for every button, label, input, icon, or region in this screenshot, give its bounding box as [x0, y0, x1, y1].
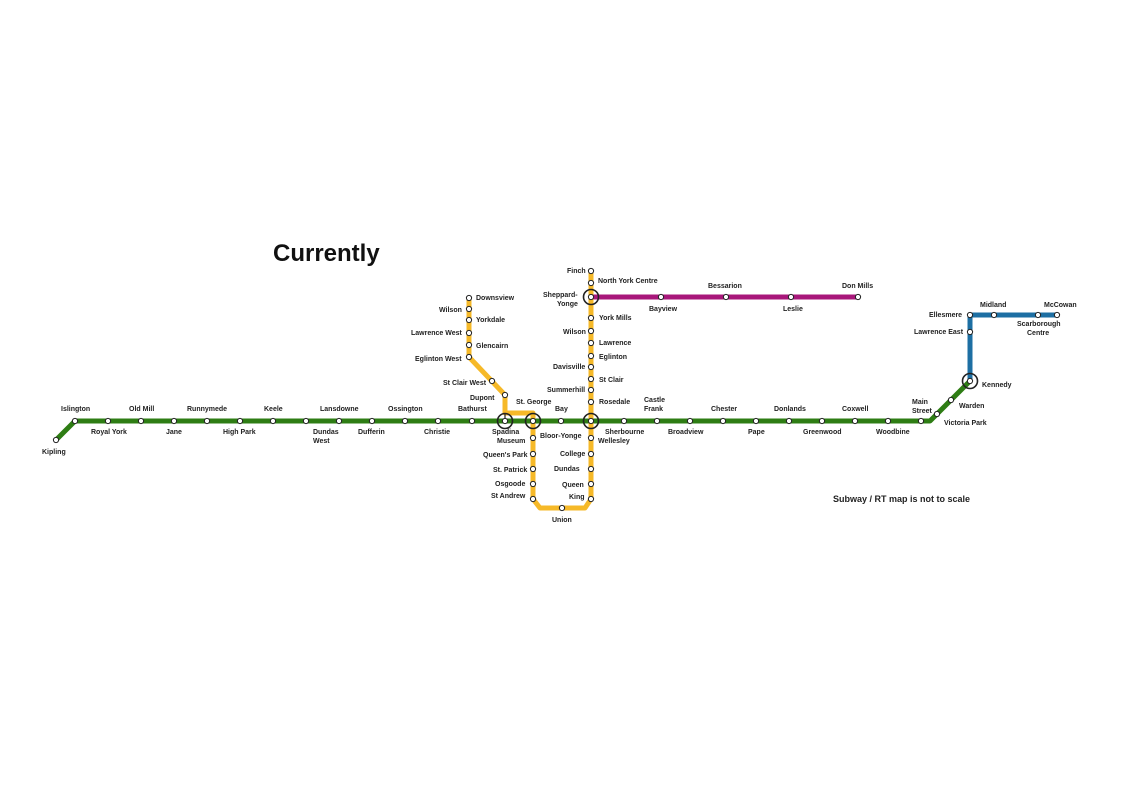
- station-label-kennedy: Kennedy: [982, 382, 1012, 389]
- station-label-glencairn: Glencairn: [476, 343, 508, 350]
- scarborough-rt-labels: Kennedy Lawrence East Ellesmere Midland …: [914, 302, 1077, 389]
- station-label-north-york-centre: North York Centre: [598, 278, 658, 285]
- interchange-kennedy: [961, 372, 979, 390]
- station-label-downsview: Downsview: [476, 295, 515, 302]
- university-spadina-labels: Downsview Wilson Yorkdale Lawrence West …: [411, 295, 572, 524]
- station-label-sheppard-yonge: Sheppard-: [543, 292, 578, 299]
- station-label-islington: Islington: [61, 406, 90, 413]
- station-label-wilson-e: Wilson: [563, 329, 586, 336]
- sheppard-labels: Bayview Bessarion Leslie Don Mills: [649, 283, 873, 313]
- station-label-spadina-2: Museum: [497, 438, 525, 445]
- interchange-bloor-yonge: [582, 412, 600, 430]
- station-label-bayview: Bayview: [649, 306, 678, 313]
- station-label-chester: Chester: [711, 406, 737, 413]
- station-label-bathurst: Bathurst: [458, 406, 487, 413]
- station-label-spadina: Spadina: [492, 429, 519, 436]
- station-label-christie: Christie: [424, 429, 450, 436]
- station-label-kipling: Kipling: [42, 449, 66, 456]
- station-label-davisville: Davisville: [553, 364, 585, 371]
- station-label-lawrence-east: Lawrence East: [914, 329, 964, 336]
- station-label-midland: Midland: [980, 302, 1006, 309]
- station-dots: [52, 267, 1061, 512]
- station-label-coxwell: Coxwell: [842, 406, 869, 413]
- station-label-king: King: [569, 494, 585, 501]
- station-label-wellesley: Wellesley: [598, 438, 630, 445]
- station-label-dufferin: Dufferin: [358, 429, 385, 436]
- station-label-st-clair-west: St Clair West: [443, 380, 487, 387]
- station-label-sheppard-yonge-2: Yonge: [557, 301, 578, 308]
- station-label-old-mill: Old Mill: [129, 406, 154, 413]
- station-label-bessarion: Bessarion: [708, 283, 742, 290]
- interchange-spadina: [496, 412, 514, 430]
- map-title: Currently: [273, 240, 380, 267]
- station-label-st-patrick: St. Patrick: [493, 467, 527, 474]
- station-label-victoria-park: Victoria Park: [944, 420, 987, 427]
- station-label-finch: Finch: [567, 268, 586, 275]
- station-label-bloor-yonge: Bloor-Yonge: [540, 433, 582, 440]
- station-label-lawrence-west: Lawrence West: [411, 330, 463, 337]
- station-label-main-street-2: Street: [912, 408, 933, 415]
- station-label-lansdowne: Lansdowne: [320, 406, 359, 413]
- station-label-eglinton: Eglinton: [599, 354, 627, 361]
- interchange-sheppard-yonge: [582, 288, 600, 306]
- station-label-ellesmere: Ellesmere: [929, 312, 962, 319]
- station-label-jane: Jane: [166, 429, 182, 436]
- station-label-scarborough-centre-2: Centre: [1027, 330, 1049, 337]
- scale-note: Subway / RT map is not to scale: [833, 494, 971, 504]
- station-label-yorkdale: Yorkdale: [476, 317, 505, 324]
- station-label-runnymede: Runnymede: [187, 406, 227, 413]
- station-label-donlands: Donlands: [774, 406, 806, 413]
- station-label-castle-frank: Castle: [644, 397, 665, 404]
- station-label-don-mills: Don Mills: [842, 283, 873, 290]
- station-label-wilson-w: Wilson: [439, 307, 462, 314]
- station-label-leslie: Leslie: [783, 306, 803, 313]
- interchange-markers: [496, 288, 979, 430]
- station-label-st-clair: St Clair: [599, 377, 624, 384]
- station-label-lawrence: Lawrence: [599, 340, 631, 347]
- station-label-scarborough-centre: Scarborough: [1017, 321, 1061, 328]
- station-label-dupont: Dupont: [470, 395, 495, 402]
- station-label-summerhill: Summerhill: [547, 387, 585, 394]
- station-label-eglinton-west: Eglinton West: [415, 356, 462, 363]
- station-label-union: Union: [552, 517, 572, 524]
- station-label-sherbourne: Sherbourne: [605, 429, 644, 436]
- interchange-st-george: [524, 412, 542, 430]
- station-label-st-george: St. George: [516, 399, 552, 406]
- station-label-pape: Pape: [748, 429, 765, 436]
- bloor-danforth-labels: Kipling Islington Royal York Old Mill Ja…: [42, 397, 987, 456]
- station-label-osgoode: Osgoode: [495, 481, 525, 488]
- station-label-queens-park: Queen's Park: [483, 452, 528, 459]
- yonge-labels: King Queen Dundas College Wellesley Rose…: [543, 268, 658, 501]
- station-label-dundas: Dundas: [554, 466, 580, 473]
- station-label-ossington: Ossington: [388, 406, 423, 413]
- station-label-college: College: [560, 451, 585, 458]
- station-label-royal-york: Royal York: [91, 429, 127, 436]
- station-label-dundas-west-2: West: [313, 438, 330, 445]
- station-label-main-street: Main: [912, 399, 928, 406]
- station-label-queen: Queen: [562, 482, 584, 489]
- station-label-dundas-west: Dundas: [313, 429, 339, 436]
- station-label-broadview: Broadview: [668, 429, 704, 436]
- station-label-bay: Bay: [555, 406, 568, 413]
- station-label-high-park: High Park: [223, 429, 256, 436]
- station-label-rosedale: Rosedale: [599, 399, 630, 406]
- station-label-york-mills: York Mills: [599, 315, 632, 322]
- station-label-mccowan: McCowan: [1044, 302, 1077, 309]
- station-label-keele: Keele: [264, 406, 283, 413]
- station-label-woodbine: Woodbine: [876, 429, 910, 436]
- station-label-st-andrew: St Andrew: [491, 493, 526, 500]
- station-label-warden: Warden: [959, 403, 984, 410]
- station-label-greenwood: Greenwood: [803, 429, 842, 436]
- station-label-castle-frank-2: Frank: [644, 406, 663, 413]
